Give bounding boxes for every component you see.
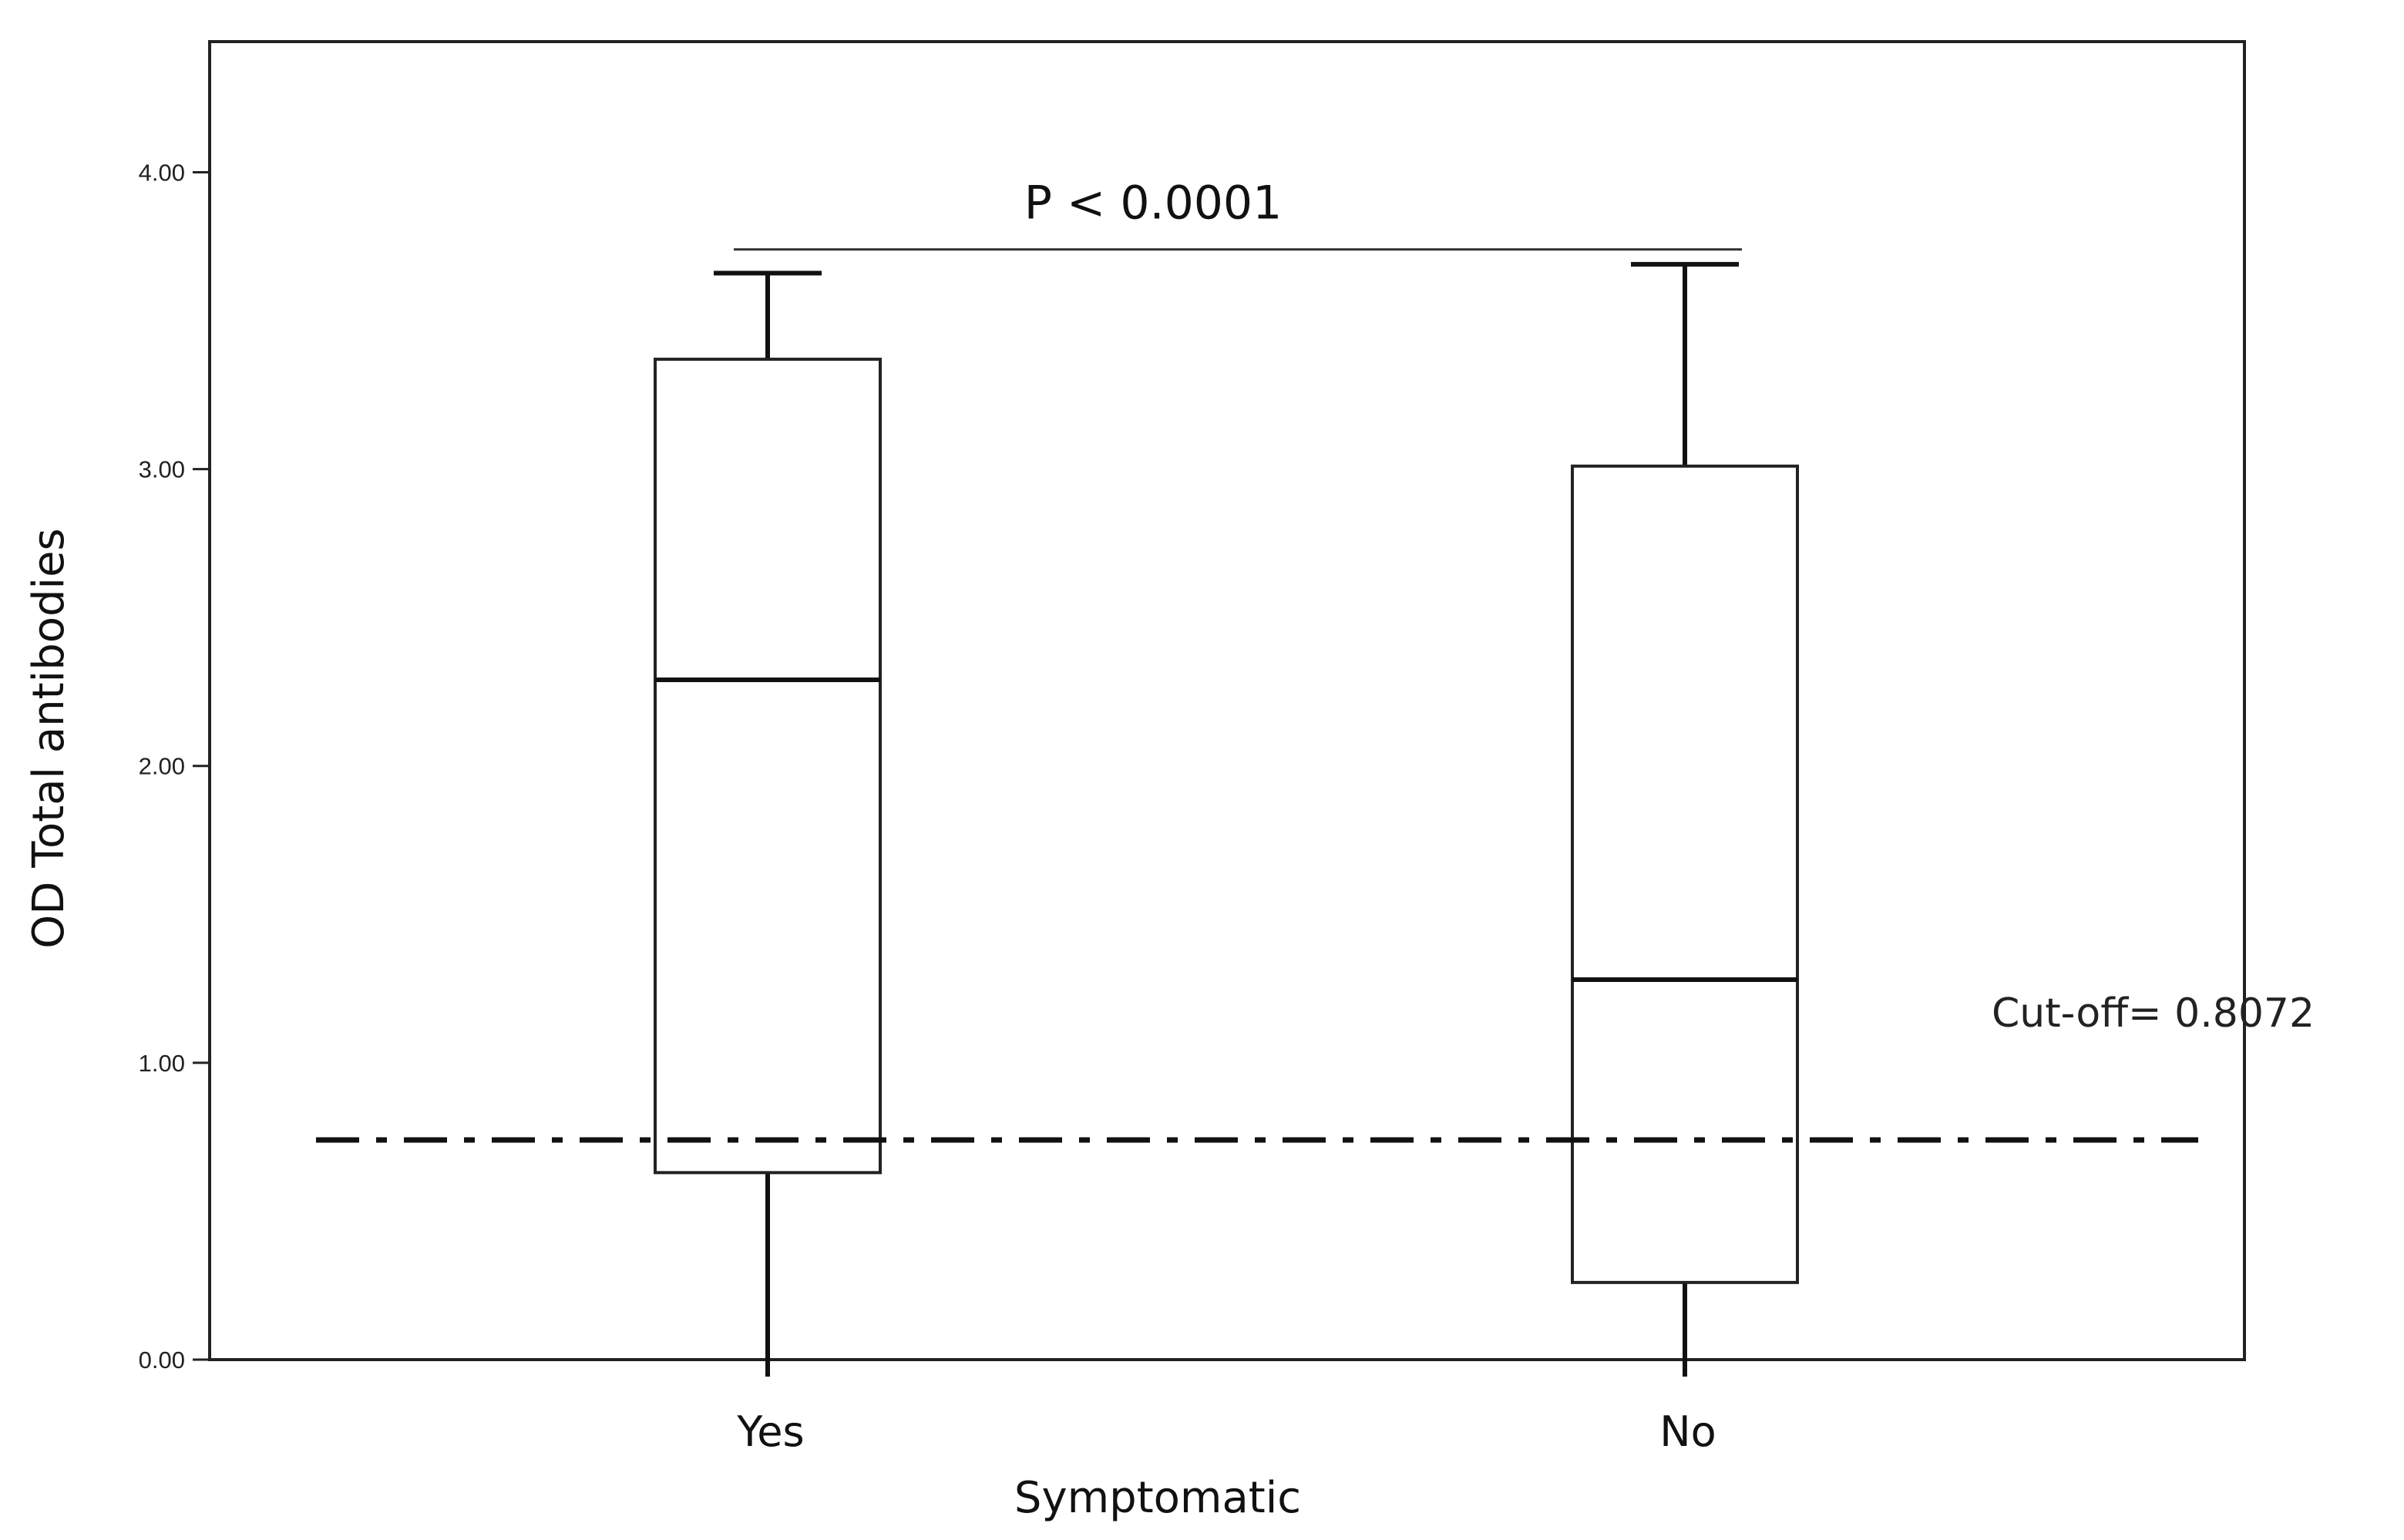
p-value-label: P < 0.0001 xyxy=(1024,177,1283,230)
iqr-box xyxy=(654,358,882,1175)
plot-frame xyxy=(208,40,2246,1361)
x-category-label: No xyxy=(1659,1407,1716,1456)
y-tick-label: 3.00 xyxy=(139,456,185,483)
y-tick-label: 0.00 xyxy=(139,1347,185,1374)
significance-annotation: P < 0.0001 xyxy=(734,177,1742,251)
cutoff-line-group: Cut-off= 0.8072 xyxy=(316,990,2315,1143)
box-series: Yes No xyxy=(654,261,1799,1456)
box-no: No xyxy=(1571,261,1799,1456)
y-axis: 0.00 1.00 2.00 3.00 4.00 xyxy=(139,159,210,1374)
box-yes: Yes xyxy=(654,271,882,1456)
y-tick-label: 2.00 xyxy=(139,753,185,780)
iqr-box xyxy=(1571,464,1799,1284)
x-axis-title: Symptomatic xyxy=(1014,1473,1301,1523)
y-tick-label: 4.00 xyxy=(139,159,185,186)
y-tick-label: 1.00 xyxy=(139,1050,185,1077)
cutoff-label: Cut-off= 0.8072 xyxy=(1992,990,2315,1037)
y-axis-title: OD Total antibodies xyxy=(24,528,74,948)
x-category-label: Yes xyxy=(736,1407,804,1456)
